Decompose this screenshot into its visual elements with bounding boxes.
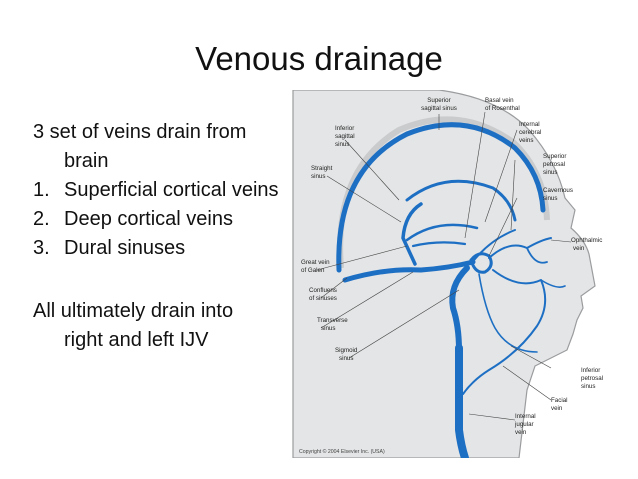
- label-great-vein: Great vein: [301, 259, 330, 266]
- conclusion-line-2: right and left IJV: [64, 329, 209, 351]
- list-number: 2.: [33, 208, 50, 230]
- label-cavernous: Cavernous: [543, 187, 573, 194]
- list-text: Superficial cortical veins: [64, 179, 279, 201]
- label-inferior-sagittal: sagittal: [335, 133, 355, 140]
- anatomical-labels: Superior sagittal sinus Basal vein of Ro…: [301, 97, 603, 436]
- label-ophthalmic: vein: [573, 245, 585, 252]
- label-straight-sinus: sinus: [311, 173, 325, 180]
- label-cavernous: sinus: [543, 195, 557, 202]
- label-leader-lines: [316, 111, 572, 421]
- basal-vein: [411, 241, 467, 248]
- straight-sinus-vein: [401, 202, 423, 266]
- venous-anatomy-figure: Superior sagittal sinus Basal vein of Ro…: [289, 90, 619, 458]
- ophthalmic-vein-branch: [526, 247, 548, 264]
- label-transverse: sinus: [321, 325, 335, 332]
- head-silhouette: [292, 90, 596, 458]
- label-inferior-petrosal: sinus: [581, 383, 595, 390]
- label-superior-sagittal: sagittal sinus: [421, 105, 457, 112]
- internal-cerebral-vein: [405, 223, 479, 242]
- inferior-petrosal-sinus-vein: [478, 273, 538, 353]
- inferior-sagittal-sinus-vein: [405, 179, 517, 222]
- intro-line-1: 3 set of veins drain from: [33, 121, 247, 143]
- label-facial-vein: vein: [551, 405, 563, 412]
- label-internal-cerebral: cerebral: [519, 129, 541, 136]
- label-superior-petrosal: Superior: [543, 153, 566, 160]
- conclusion-paragraph: All ultimately drain into right and left…: [33, 297, 303, 355]
- label-straight-sinus: Straight: [311, 165, 333, 172]
- label-inferior-petrosal: Inferior: [581, 367, 600, 374]
- slide-title: Venous drainage: [195, 40, 443, 77]
- label-internal-jugular: vein: [515, 429, 527, 436]
- conclusion-line-1: All ultimately drain into: [33, 300, 234, 322]
- sigmoid-sinus-vein: [449, 265, 470, 353]
- list-item: 2. Deep cortical veins: [33, 205, 303, 234]
- label-superior-sagittal: Superior: [427, 97, 450, 104]
- label-confluens: of sinuses: [309, 295, 337, 302]
- label-confluens: Confluens: [309, 287, 337, 294]
- list-text: Deep cortical veins: [64, 208, 233, 230]
- label-great-vein: of Galen: [301, 267, 325, 274]
- label-basal-vein: of Rosenthal: [485, 105, 520, 112]
- vein-list: 1. Superficial cortical veins 2. Deep cort…: [33, 176, 303, 263]
- label-ophthalmic: Ophthalmic: [571, 237, 602, 244]
- label-internal-jugular: jugular: [514, 421, 534, 428]
- intro-paragraph: 3 set of veins drain from brain: [33, 118, 303, 176]
- label-sigmoid: Sigmoid: [335, 347, 358, 354]
- label-inferior-petrosal: petrosal: [581, 375, 603, 382]
- label-superior-petrosal: petrosal: [543, 161, 565, 168]
- facial-vein: [462, 269, 547, 395]
- label-transverse: Transverse: [317, 317, 348, 324]
- head-illustration: Superior sagittal sinus Basal vein of Ro…: [292, 90, 603, 458]
- label-superior-petrosal: sinus: [543, 169, 557, 176]
- list-item: 1. Superficial cortical veins: [33, 176, 303, 205]
- list-text: Dural sinuses: [64, 237, 186, 259]
- label-internal-cerebral: Internal: [519, 121, 540, 128]
- intro-line-2: brain: [64, 150, 109, 172]
- facial-vein-branch: [540, 279, 566, 288]
- list-number: 3.: [33, 237, 50, 259]
- label-internal-jugular: Internal: [515, 413, 536, 420]
- label-sigmoid: sinus: [339, 355, 353, 362]
- figure-copyright: Copyright © 2004 Elsevier Inc. (USA): [299, 448, 385, 455]
- label-basal-vein: Basal vein: [485, 97, 514, 104]
- transverse-sinus-vein: [342, 259, 476, 283]
- list-item: 3. Dural sinuses: [33, 234, 303, 263]
- label-inferior-sagittal: sinus: [335, 141, 349, 148]
- slide-body: 3 set of veins drain from brain 1. Superf…: [33, 118, 303, 355]
- label-facial-vein: Facial: [551, 397, 568, 404]
- internal-jugular-vein: [455, 344, 469, 458]
- label-inferior-sagittal: Inferior: [335, 125, 354, 132]
- list-number: 1.: [33, 179, 50, 201]
- superior-petrosal-sinus-vein: [470, 229, 516, 265]
- label-internal-cerebral: veins: [519, 137, 533, 144]
